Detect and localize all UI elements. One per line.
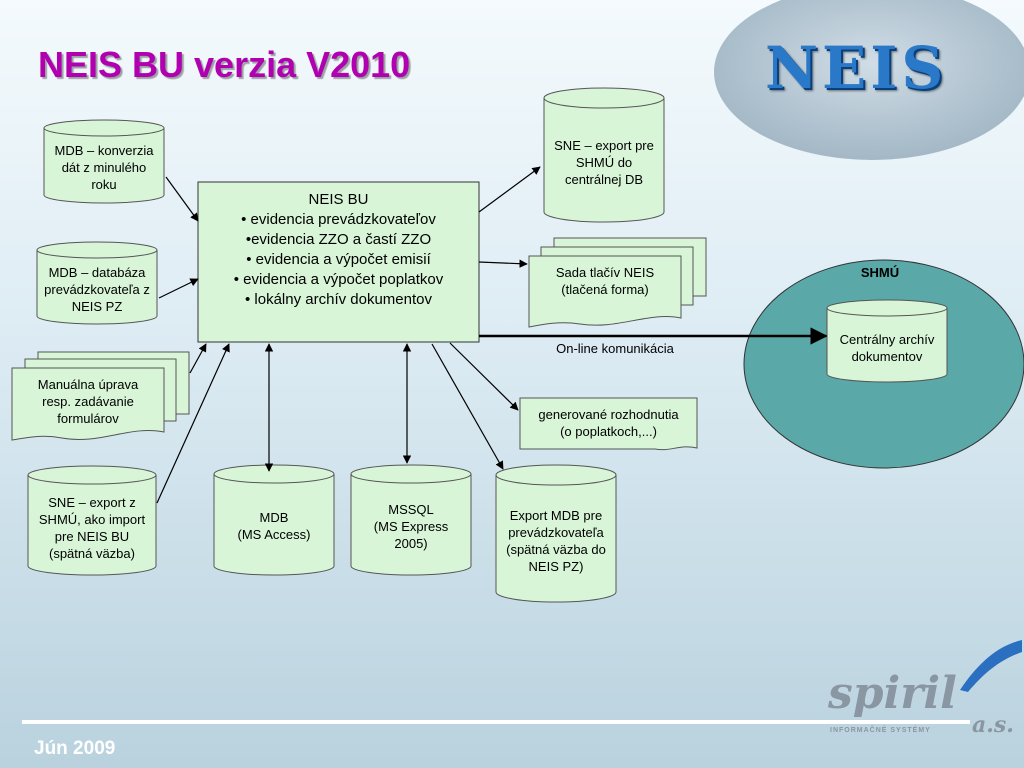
page-title: NEIS BU verzia V2010 (38, 44, 411, 85)
node-generovane: generované rozhodnutia (o poplatkoch,...… (520, 400, 697, 446)
shmu-label-text: SHMÚ (860, 264, 900, 280)
shmu-label: SHMÚ (820, 262, 940, 282)
node-mdb-access: MDB (MS Access) (214, 486, 334, 566)
arrow-neis-to-generovane (449, 342, 519, 411)
node-mdb-konverzia: MDB – konverzia dát z minulého roku (44, 136, 164, 198)
footer-date: Jún 2009 (34, 738, 116, 759)
cylinder-mdb-databaza (36, 241, 158, 325)
arrow-databaza-to-neis (158, 278, 199, 299)
node-generovane-text: generované rozhodnutia (o poplatkoch,...… (538, 407, 679, 439)
arrow-manualna-to-neis (189, 343, 207, 374)
node-export-mdb: Export MDB pre prevádzkovateľa (spätná v… (496, 486, 616, 596)
node-centralny-archiv-text: Centrálny archív dokumentov (839, 332, 935, 364)
cylinder-mssql (350, 464, 472, 576)
arrow-neis-to-export-mdb (431, 343, 504, 470)
neis-logo: NEIS (765, 34, 948, 102)
node-sada-tlaciv: Sada tlačív NEIS (tlačená forma) (529, 256, 681, 306)
cylinder-centralny-archiv (826, 299, 948, 383)
logo-globe (714, 0, 1024, 160)
edge-label-online-text: On-line komunikácia (556, 340, 674, 356)
node-neis-bu: NEIS BU • evidencia prevádzkovateľov •ev… (198, 182, 479, 318)
node-mssql: MSSQL (MS Express 2005) (351, 486, 471, 566)
spiril-logo: spiril (828, 668, 957, 719)
cylinder-export-mdb (495, 464, 617, 603)
node-manualna-uprava: Manuálna úprava resp. zadávanie formulár… (12, 368, 164, 434)
cylinder-sne-export-pre-shmu (543, 87, 665, 223)
node-mssql-text: MSSQL (MS Express 2005) (373, 501, 449, 551)
neis-bu-box (197, 181, 480, 343)
node-mdb-konverzia-text: MDB – konverzia dát z minulého roku (54, 142, 154, 192)
node-mdb-databaza-text: MDB – databáza prevádzkovateľa z NEIS PZ (44, 264, 150, 314)
node-sne-export-pre-shmu-text: SNE – export pre SHMÚ do centrálnej DB (554, 137, 654, 187)
spiril-logo-subtitle: INFORMAČNÉ SYSTÉMY (830, 727, 931, 734)
multidoc-sada-tlaciv (528, 237, 707, 328)
spiril-swoosh (960, 640, 1022, 692)
node-mdb-access-text: MDB (MS Access) (237, 510, 311, 542)
node-sne-export-shmu-text: SNE – export z SHMÚ, ako import pre NEIS… (38, 495, 146, 561)
doc-generovane-rozhodnutia (519, 397, 698, 451)
edge-label-online: On-line komunikácia (540, 338, 690, 358)
arrow-konverzia-to-neis (165, 176, 199, 222)
cylinder-mdb-access (213, 464, 335, 576)
arrow-neis-to-sada (478, 259, 528, 268)
cylinder-mdb-konverzia (43, 119, 165, 204)
node-manualna-uprava-text: Manuálna úprava resp. zadávanie formulár… (37, 376, 139, 426)
multidoc-manualna-uprava (11, 351, 190, 441)
spiril-logo-suffix: a.s. (972, 712, 1014, 738)
node-neis-bu-text: NEIS BU • evidencia prevádzkovateľov •ev… (233, 191, 444, 308)
node-sne-export-shmu: SNE – export z SHMÚ, ako import pre NEIS… (28, 484, 156, 572)
node-sne-export-pre-shmu: SNE – export pre SHMÚ do centrálnej DB (544, 110, 664, 214)
node-sada-tlaciv-text: Sada tlačív NEIS (tlačená forma) (555, 265, 655, 297)
node-export-mdb-text: Export MDB pre prevádzkovateľa (spätná v… (506, 508, 606, 574)
node-centralny-archiv: Centrálny archív dokumentov (827, 318, 947, 378)
arrow-neis-to-sne-export (478, 166, 541, 213)
arrow-sne-to-neis (156, 343, 230, 504)
node-mdb-databaza: MDB – databáza prevádzkovateľa z NEIS PZ (37, 258, 157, 320)
cylinder-sne-export-shmu (27, 465, 157, 576)
